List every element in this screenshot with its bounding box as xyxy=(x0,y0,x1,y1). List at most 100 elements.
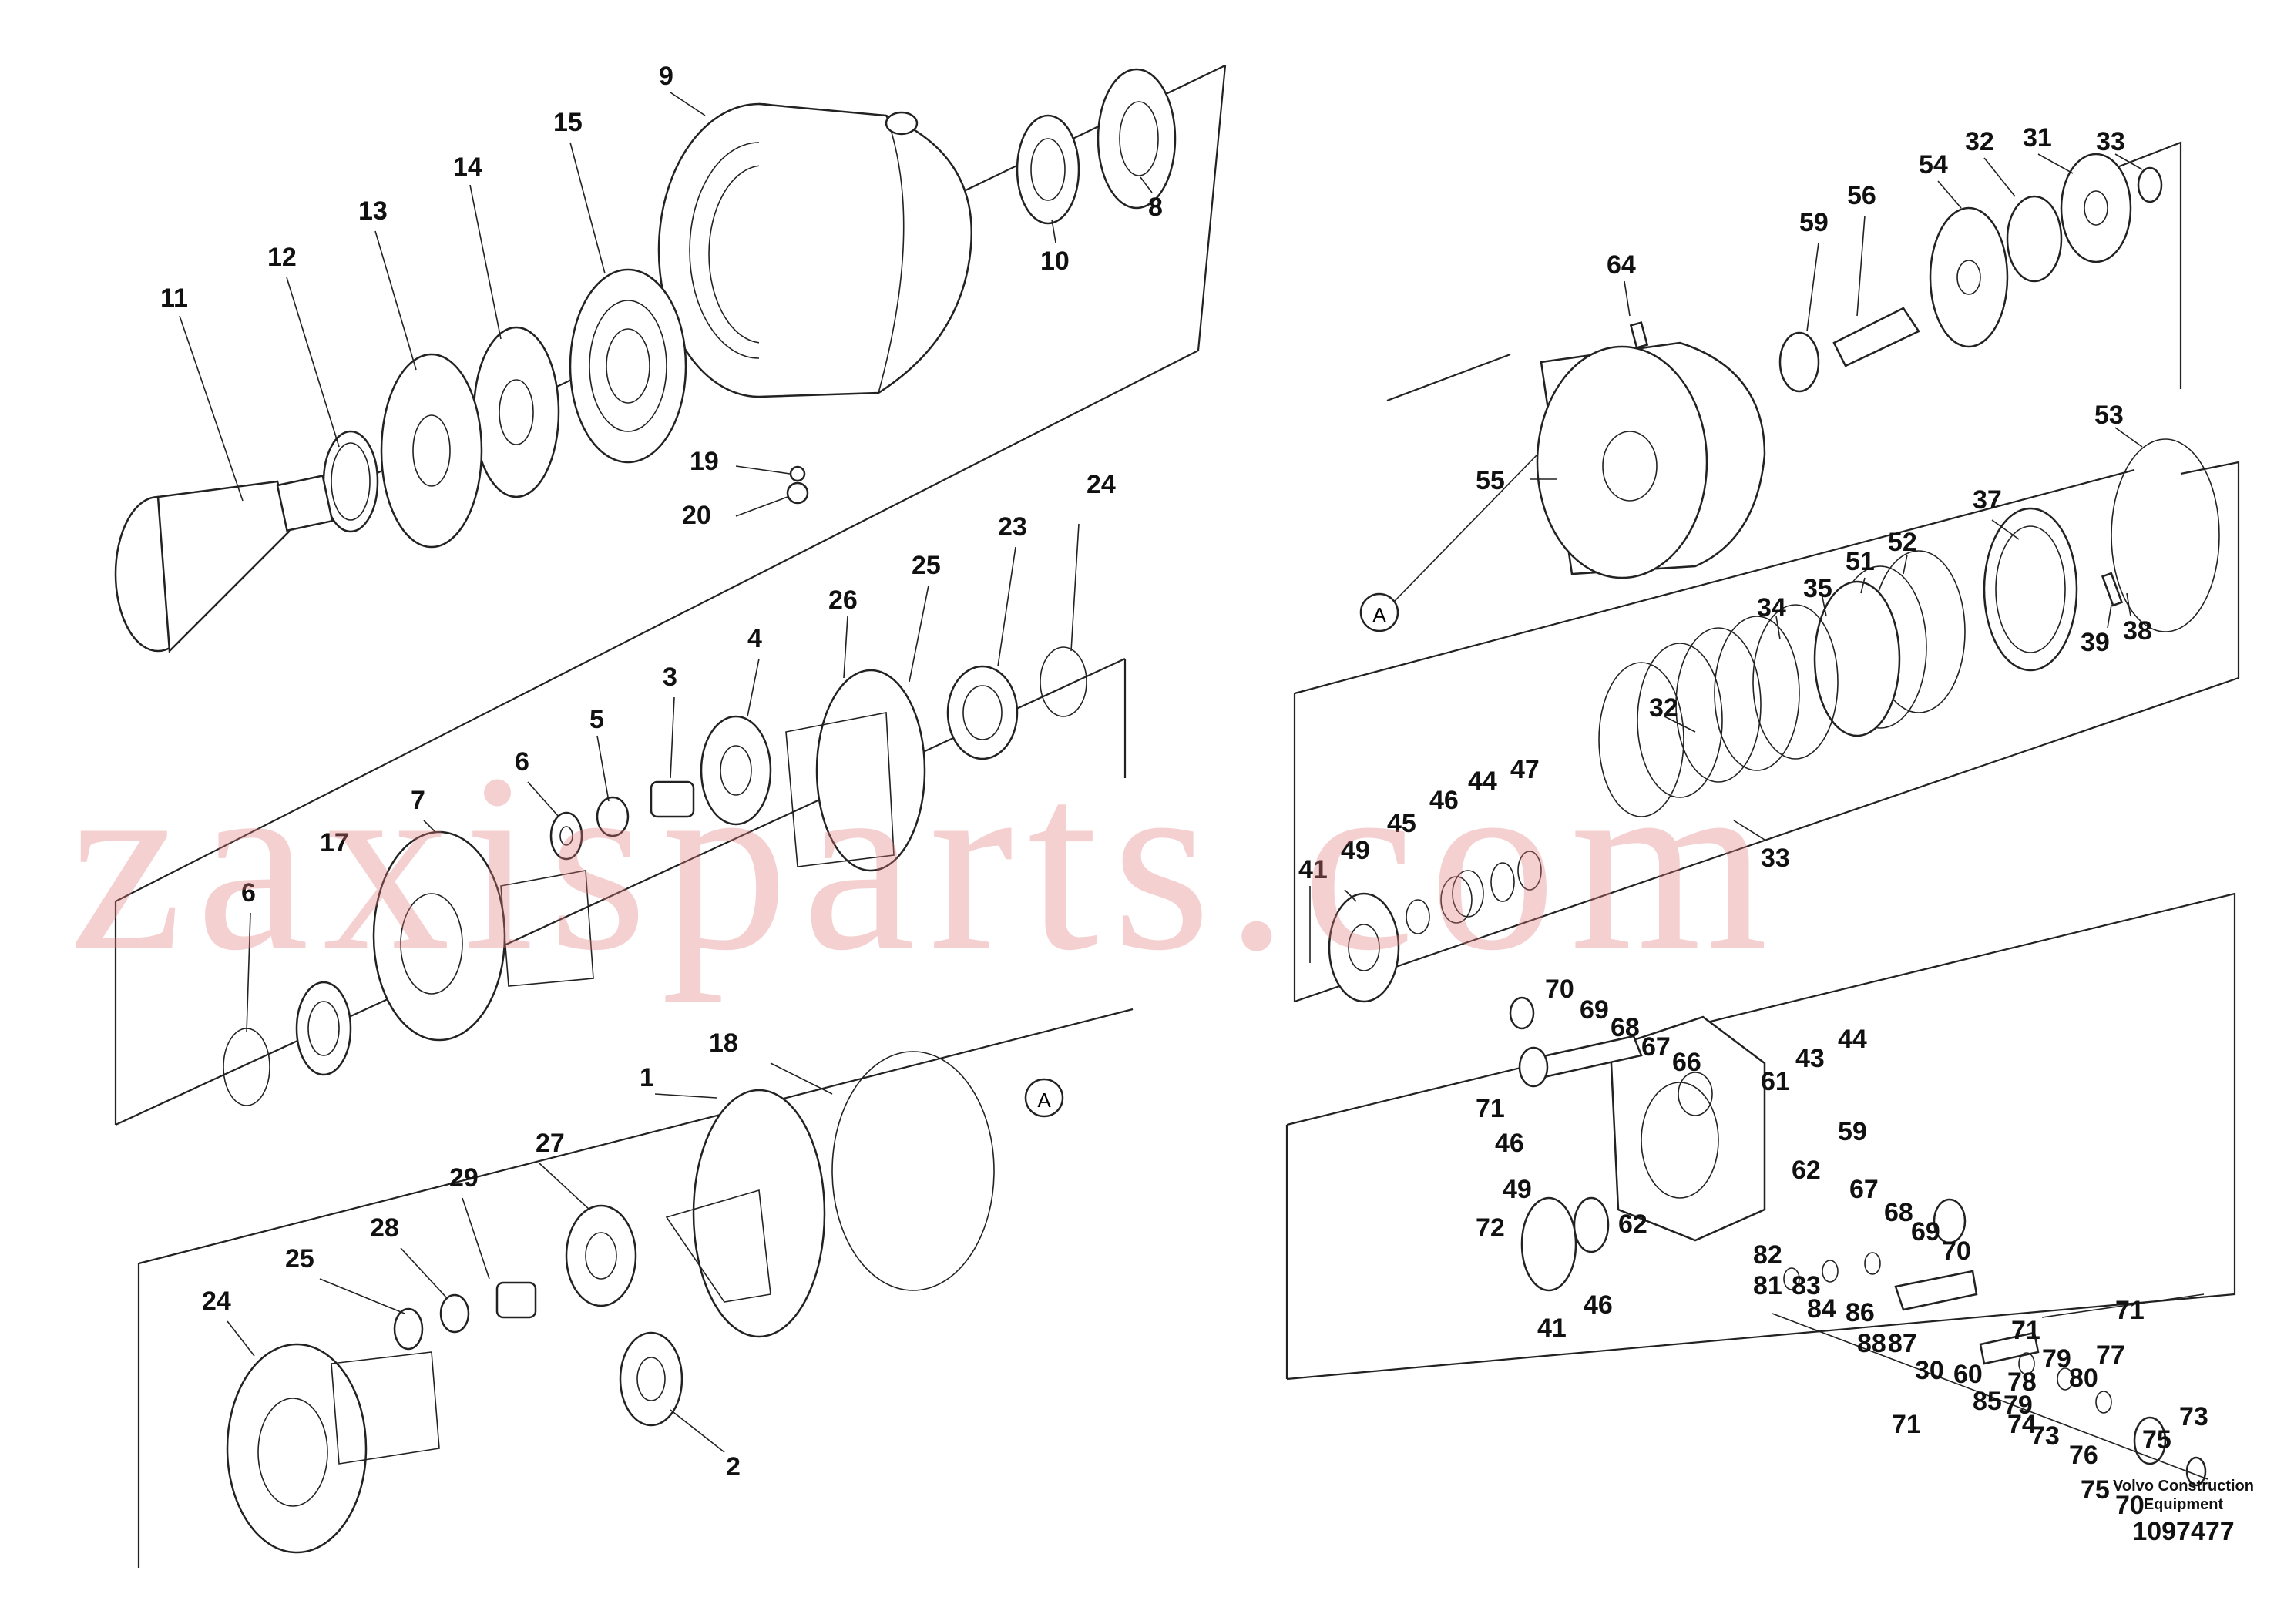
callout: 56 xyxy=(1847,181,1876,210)
callout: 82 xyxy=(1753,1240,1782,1270)
callout: 38 xyxy=(2123,616,2152,646)
frame-middle-right xyxy=(1293,461,2240,1003)
callout: 51 xyxy=(1846,547,1875,576)
callout: 13 xyxy=(358,196,388,226)
callout: 67 xyxy=(1641,1032,1671,1062)
callout: 8 xyxy=(1148,193,1163,222)
callout: 46 xyxy=(1495,1129,1524,1158)
callout: 14 xyxy=(453,153,482,182)
callout: 27 xyxy=(536,1129,565,1158)
callout: 12 xyxy=(267,243,297,272)
callout: 23 xyxy=(998,512,1027,542)
ref-label: A xyxy=(1372,603,1386,626)
part-70-plug-left xyxy=(1509,996,1535,1030)
callout: 15 xyxy=(553,108,583,137)
callout: 44 xyxy=(1838,1025,1867,1054)
callout: 11 xyxy=(160,284,188,313)
part-10-seal xyxy=(1016,114,1080,225)
callout: 47 xyxy=(1510,755,1540,784)
bracket-71-right xyxy=(1772,1293,2208,1480)
callout: 43 xyxy=(1795,1044,1825,1073)
callout: 71 xyxy=(2011,1316,2040,1345)
part-8-bearing xyxy=(1097,68,1177,210)
callout: 64 xyxy=(1607,250,1636,280)
callout: 25 xyxy=(285,1244,314,1273)
callout: 71 xyxy=(1892,1410,1921,1439)
part-cover xyxy=(1609,1015,1766,1242)
part-70-plug-right xyxy=(1933,1198,1967,1244)
part-15-bearing xyxy=(569,268,687,464)
part-56-plate xyxy=(1929,206,2009,348)
callout: 33 xyxy=(1761,844,1790,873)
part-4-gear xyxy=(700,715,772,826)
callout: 66 xyxy=(1672,1048,1701,1077)
part-49-spring xyxy=(1440,870,1484,924)
callout: 29 xyxy=(449,1163,479,1193)
part-59-bearing xyxy=(1778,331,1820,393)
part-6-washer-b xyxy=(295,981,352,1076)
callout: 55 xyxy=(1476,466,1505,495)
callout: 71 xyxy=(2115,1296,2145,1325)
callout: 34 xyxy=(1757,593,1786,622)
callout: 24 xyxy=(1087,470,1116,499)
small-rings xyxy=(1783,1252,2112,1414)
callout: 28 xyxy=(370,1213,399,1243)
part-27-gear xyxy=(565,1204,637,1307)
part-28-bushing xyxy=(439,1293,470,1334)
callout: 53 xyxy=(2094,401,2124,430)
callout: 62 xyxy=(1792,1156,1821,1185)
part-36-plates xyxy=(1598,604,1839,817)
part-17-ring xyxy=(223,1028,270,1106)
callout: 32 xyxy=(1649,693,1678,723)
callout: 78 xyxy=(2007,1367,2037,1397)
callout: 17 xyxy=(320,828,349,857)
callout: 39 xyxy=(2081,628,2110,657)
callout: 49 xyxy=(1341,836,1370,865)
part-32-pistons xyxy=(2006,195,2063,283)
callout: 54 xyxy=(1919,150,1948,180)
part-2-gear xyxy=(619,1331,683,1427)
part-77-plug xyxy=(2133,1416,2167,1465)
callout: 46 xyxy=(1429,786,1459,815)
callout: 26 xyxy=(828,586,858,615)
callout: 86 xyxy=(1846,1298,1875,1327)
leader-lines xyxy=(179,92,2143,1453)
callout: 75 xyxy=(2142,1425,2171,1455)
callout: 59 xyxy=(1799,208,1829,237)
callout: 67 xyxy=(1849,1175,1879,1204)
brand-name-line2: Equipment xyxy=(2143,1496,2224,1513)
part-46-ring xyxy=(1490,862,1515,902)
callout: 49 xyxy=(1503,1175,1532,1204)
part-6-washer-a xyxy=(549,811,583,861)
callout: 6 xyxy=(515,747,529,777)
callout: 80 xyxy=(2069,1364,2098,1393)
drawing-number: 1097477 xyxy=(2132,1517,2235,1546)
callout: 1 xyxy=(640,1063,654,1092)
part-13-washer xyxy=(380,353,483,549)
callout: 77 xyxy=(2096,1340,2125,1370)
part-48-ring xyxy=(1517,851,1542,891)
callout: 68 xyxy=(1884,1198,1913,1227)
part-29-needle-bearing xyxy=(495,1281,537,1319)
part-14-washer xyxy=(472,326,560,498)
callout: 73 xyxy=(2030,1421,2060,1451)
callout: 6 xyxy=(241,878,256,908)
callout: 79 xyxy=(2003,1391,2033,1420)
callout: 7 xyxy=(411,786,425,815)
part-58-shaft xyxy=(1832,307,1920,367)
callout: 88 xyxy=(1857,1329,1886,1358)
part-21-gear xyxy=(946,665,1019,760)
callout: 5 xyxy=(589,705,604,734)
frame-upper-right xyxy=(1386,141,2182,402)
frame-lower-right xyxy=(1285,892,2236,1381)
callout: 81 xyxy=(1753,1271,1782,1300)
callout: 83 xyxy=(1792,1271,1821,1300)
part-47-ring xyxy=(1406,899,1430,934)
part-40-pin xyxy=(2101,572,2124,607)
callout: 41 xyxy=(1298,855,1328,884)
callout: 76 xyxy=(2069,1441,2098,1470)
callout: 46 xyxy=(1584,1290,1613,1320)
part-11-pinion-shaft xyxy=(114,475,334,653)
part-60-spool xyxy=(1979,1331,2040,1365)
